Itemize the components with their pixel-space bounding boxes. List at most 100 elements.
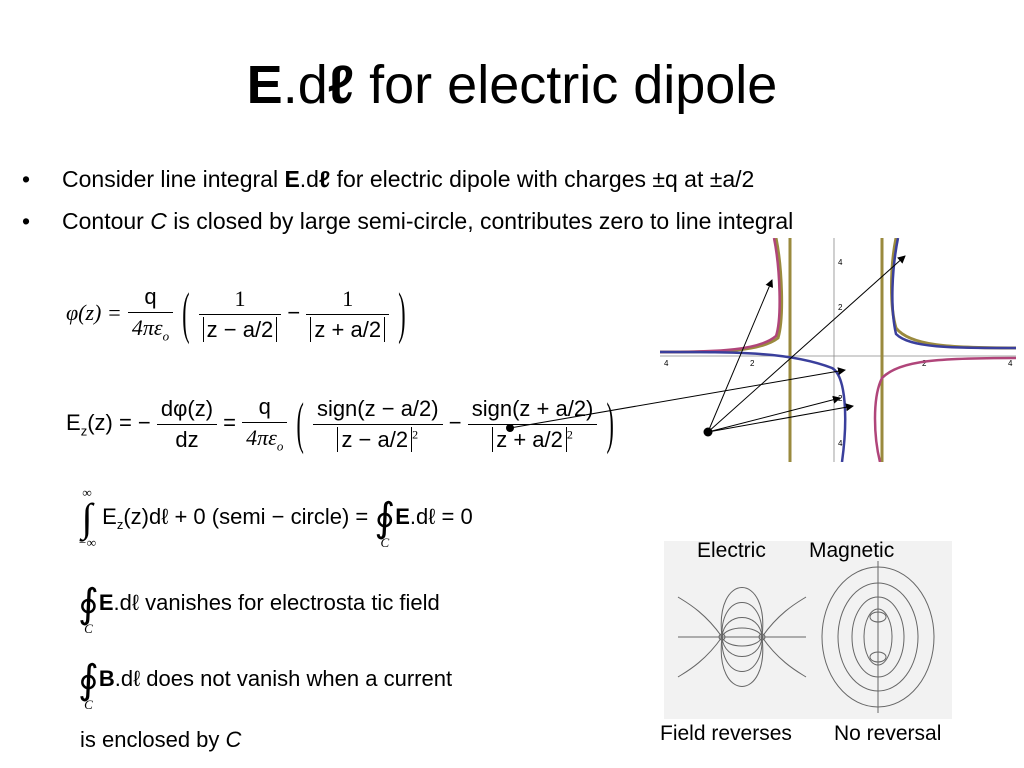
electric-line: [761, 596, 807, 638]
bullet-ital: C: [150, 208, 167, 234]
ez-lhs: E: [66, 410, 81, 436]
closed-integral-sign: ∮ C: [374, 486, 395, 550]
magnetic-field-lines: [821, 561, 935, 713]
phi-close-paren: ): [398, 280, 406, 346]
phi-term2-num: 1: [306, 286, 390, 315]
ez-close-paren: ): [606, 390, 614, 456]
magenta-curve-left: [659, 237, 781, 354]
integral-upper: ∞: [82, 485, 92, 500]
y-tick: 2: [838, 303, 843, 312]
bullet-text: is closed by large semi-circle, contribu…: [166, 208, 794, 234]
enclosed-ital: C: [225, 727, 242, 752]
electric-field-lines: [677, 587, 807, 687]
ez-lhs-sub: z: [80, 423, 88, 439]
phi-den-main: 4πε: [131, 315, 163, 340]
ez-q: q: [242, 394, 288, 423]
ez-term1-den: z − a/2: [337, 426, 413, 452]
integral-equation: ∞ ∫ −∞ Ez(z)dℓ + 0 (semi − circle) = ∮ C…: [78, 486, 473, 550]
title-bold: E: [246, 55, 283, 115]
electric-line: [720, 636, 764, 687]
field-lines-svg: [677, 561, 935, 713]
ez-dden: dz: [175, 426, 199, 452]
integral-sign: ∞ ∫ −∞: [78, 486, 96, 550]
bullet-text: Consider line integral: [62, 166, 285, 192]
phi-term1: 1 z − a/2: [198, 286, 282, 343]
bullet-text: Contour: [62, 208, 151, 234]
ez-term2-pow: 2: [566, 427, 573, 442]
bullet-mid: .d: [299, 166, 319, 192]
phi-term1-num: 1: [198, 286, 282, 315]
electric-line: [677, 636, 723, 678]
x-tick: 4: [1008, 359, 1013, 368]
integral-e: E: [102, 503, 117, 529]
blue-curve-right: [891, 237, 1017, 350]
closed-integral-sign: ∮ C: [78, 648, 99, 712]
bullet-list: • Consider line integral E.dℓ for electr…: [22, 158, 793, 242]
ez-term2-num: sign(z + a/2): [467, 396, 598, 425]
gold-curve-left: [659, 237, 784, 354]
y-tick: 4: [838, 258, 843, 267]
magnetic-caption: No reversal: [834, 722, 942, 745]
electric-line: [677, 596, 723, 638]
ez-open-paren: (: [296, 390, 304, 456]
title-ell: ℓ: [327, 55, 355, 115]
y-tick: 2: [838, 394, 843, 403]
ez-term1-num: sign(z − a/2): [312, 396, 443, 425]
closed-integral-lower: C: [84, 621, 93, 636]
electric-line: [721, 636, 763, 647]
ez-term1-pow: 2: [412, 427, 419, 442]
bullet-text: for electric dipole with charges ±q at ±…: [330, 166, 755, 192]
integral-e-sub: z: [116, 517, 124, 533]
magnetic-label: Magnetic: [809, 539, 895, 562]
integral-body: (z)dℓ + 0 (semi − circle) =: [123, 503, 369, 529]
electrostatic-statement: ∮ C E.dℓ vanishes for electrosta tic fie…: [78, 572, 440, 636]
bullet-marker: •: [22, 166, 31, 192]
field-equation: Ez(z) = − dφ(z) dz = q 4πεo ( sign(z − a…: [66, 390, 617, 455]
phi-num: q: [127, 284, 174, 313]
statement-tail: .dℓ vanishes for electrosta tic field: [113, 589, 440, 615]
integral-lower: −∞: [78, 535, 97, 550]
field-lines-figure: [664, 541, 952, 719]
phi-prefactor: q 4πεo: [127, 284, 174, 344]
x-tick: 2: [750, 359, 755, 368]
closed-integral-symbol: ∮: [374, 495, 396, 540]
ez-equals: =: [223, 410, 237, 436]
x-tick: 4: [664, 359, 669, 368]
electric-line: [761, 636, 807, 678]
electric-line: [721, 636, 763, 657]
ez-dnum: dφ(z): [156, 396, 218, 425]
phi-term2: 1 z + a/2: [306, 286, 390, 343]
closed-integral-sign: ∮ C: [78, 572, 99, 636]
phi-lhs: φ(z) =: [66, 300, 122, 326]
title-mid: .d: [282, 55, 328, 115]
dipole-field-plot: 4 2 2 4 4 2 2 4: [659, 237, 1017, 463]
ez-derivative: dφ(z) dz: [156, 396, 218, 453]
enclosed-text: is enclosed by: [80, 727, 226, 752]
phi-den-sub: o: [162, 328, 170, 344]
statement-bold: E: [98, 589, 114, 615]
title-rest: for electric dipole: [354, 55, 778, 115]
plot-svg: 4 2 2 4 4 2 2 4: [659, 237, 1017, 463]
slide-title: E.dℓ for electric dipole: [0, 58, 1024, 112]
x-tick: 2: [922, 359, 927, 368]
enclosed-statement: is enclosed by C: [80, 727, 241, 753]
phi-minus: −: [287, 300, 301, 326]
y-tick: 4: [838, 439, 843, 448]
electric-line: [721, 617, 763, 638]
statement-tail: .dℓ does not vanish when a current: [114, 665, 453, 691]
electric-caption: Field reverses: [660, 722, 792, 745]
gold-curve-right: [890, 237, 1017, 350]
integral-tail: .dℓ = 0: [409, 503, 473, 529]
electric-line: [721, 636, 763, 672]
electric-label: Electric: [697, 539, 766, 562]
phi-term1-den: z − a/2: [202, 316, 278, 342]
bullet-item: • Consider line integral E.dℓ for electr…: [22, 158, 793, 200]
phi-den: 4πεo: [128, 313, 173, 344]
potential-equation: φ(z) = q 4πεo ( 1 z − a/2 − 1 z + a/2 ): [66, 280, 409, 345]
electric-line: [720, 587, 764, 638]
closed-integral-lower: C: [84, 697, 93, 712]
bullet-item: • Contour C is closed by large semi-circ…: [22, 200, 793, 242]
blue-curve: [659, 350, 847, 463]
closed-integral-symbol: ∮: [78, 581, 99, 626]
